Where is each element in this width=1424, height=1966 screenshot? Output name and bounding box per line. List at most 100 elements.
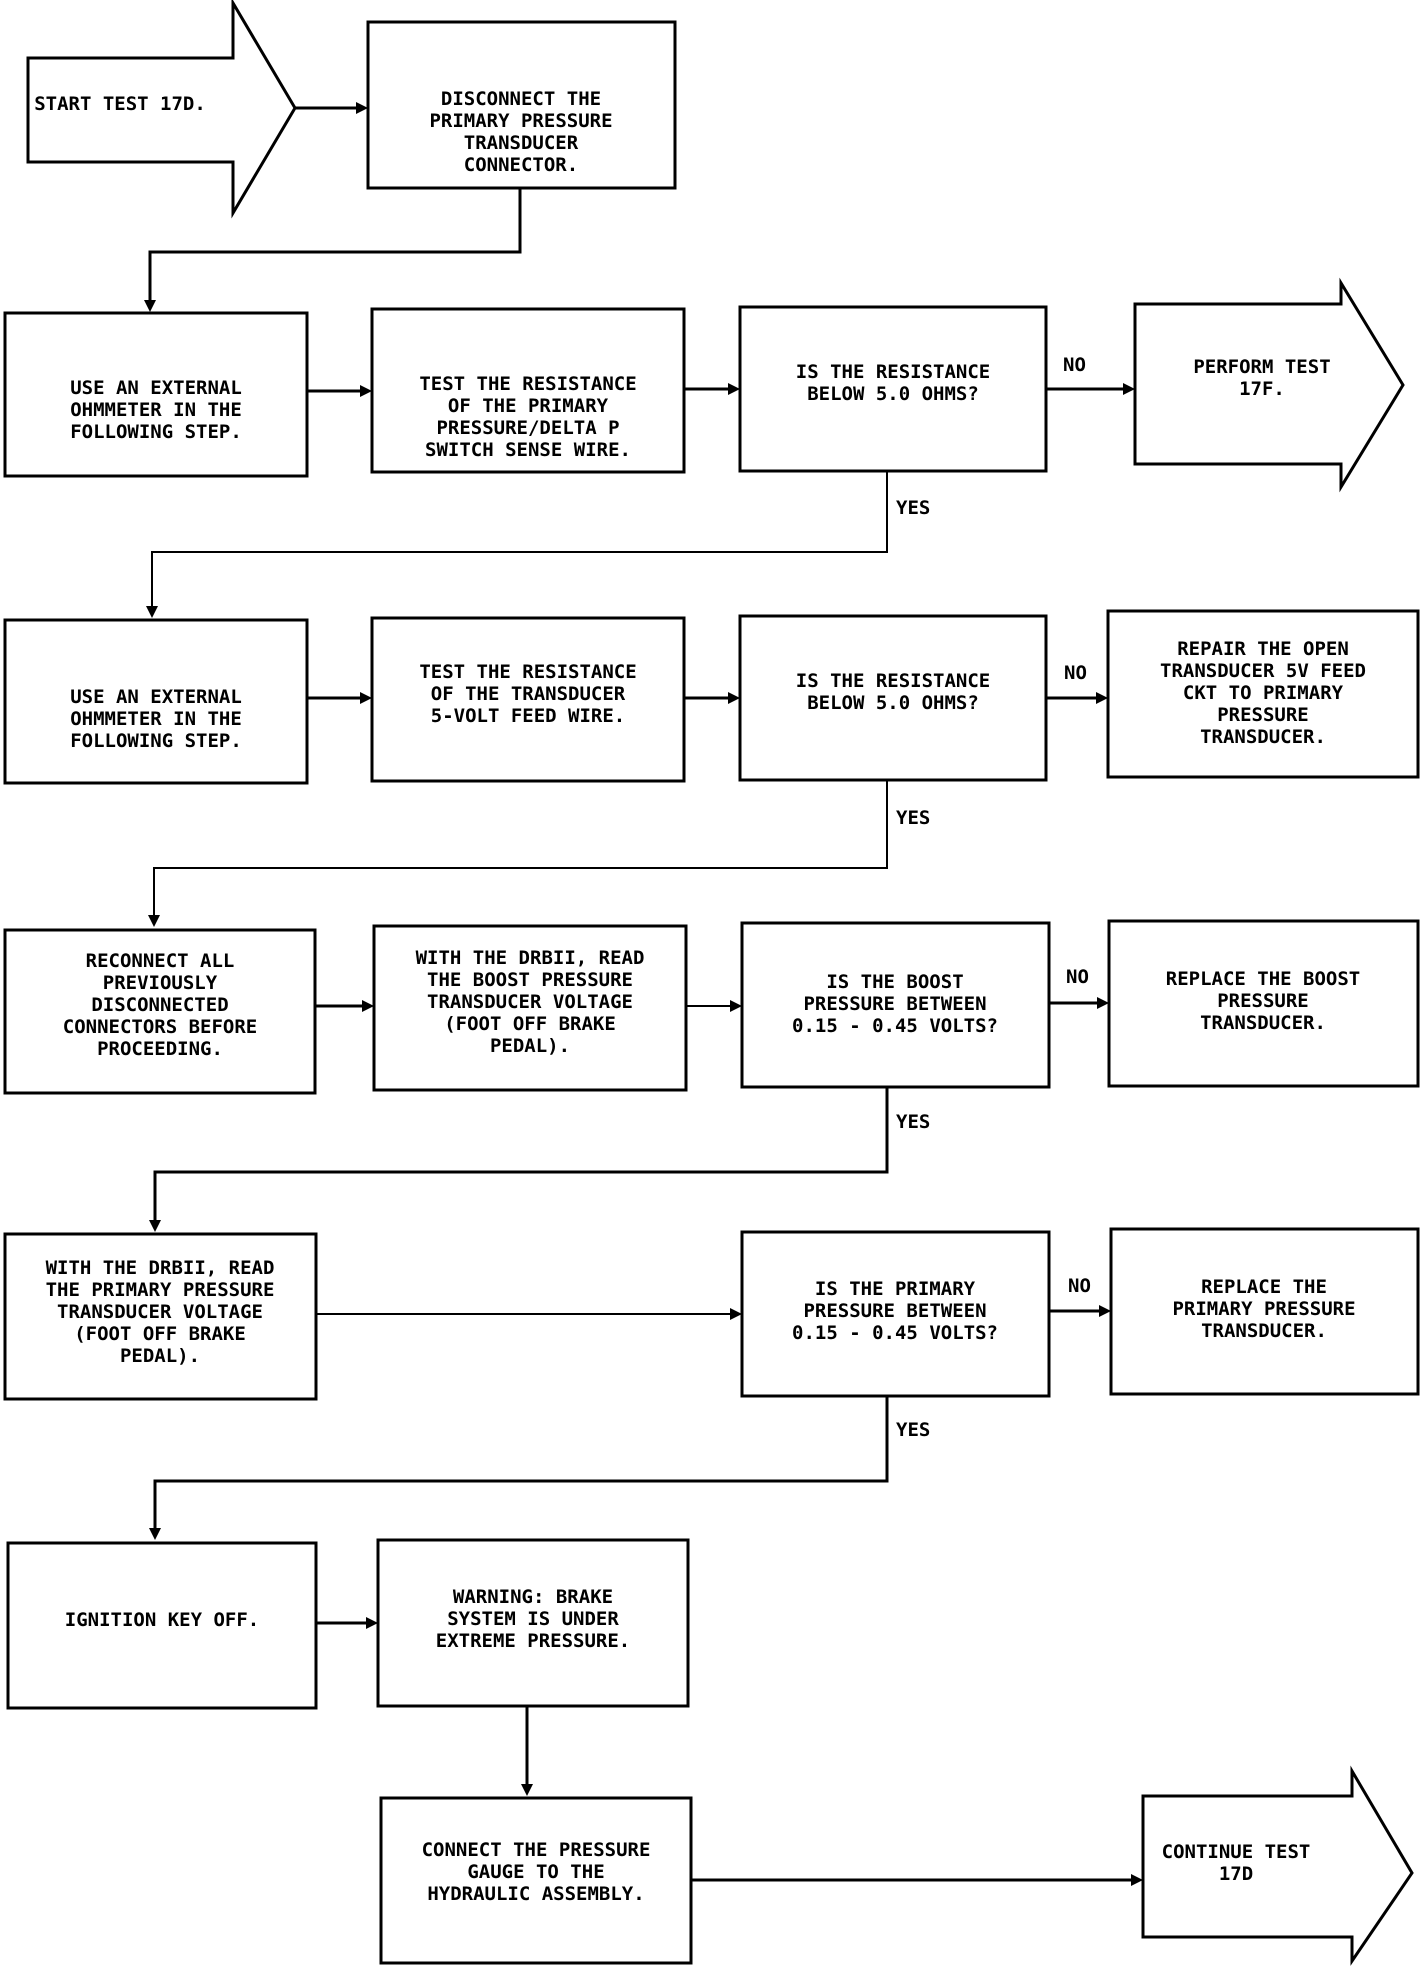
node-text-line: SYSTEM IS UNDER [447, 1608, 619, 1630]
node-text-line: WITH THE DRBII, READ [416, 947, 645, 969]
node-text-line: PERFORM TEST [1193, 356, 1330, 378]
node-text-line: CKT TO PRIMARY [1183, 682, 1344, 704]
node-text-line: PREVIOUSLY [103, 972, 218, 994]
node-text-line: DISCONNECT THE [441, 88, 601, 110]
node-text-line: PRESSURE [1217, 704, 1309, 726]
q-res1-box [738, 305, 1048, 473]
node-text-line: REPLACE THE [1201, 1276, 1327, 1298]
node-text-line: TRANSDUCER 5V FEED [1160, 660, 1366, 682]
node-text-line: IS THE BOOST [826, 971, 963, 993]
node-text-line: EXTREME PRESSURE. [436, 1630, 630, 1652]
label-yes2: YES [896, 807, 930, 829]
node-text-line: 17F. [1239, 378, 1285, 400]
warning-box [376, 1538, 690, 1708]
label-yes1: YES [896, 497, 930, 519]
node-text-line: OHMMETER IN THE [70, 399, 242, 421]
node-text-line: TRANSDUCER. [1200, 1012, 1326, 1034]
node-text-line: 0.15 - 0.45 VOLTS? [792, 1015, 998, 1037]
reconnect-box [3, 928, 317, 1095]
perform17f-arrow-shape [1133, 277, 1405, 493]
node-text-line: (FOOT OFF BRAKE [444, 1013, 616, 1035]
node-text-line: TRANSDUCER VOLTAGE [427, 991, 633, 1013]
continue17d-arrow-shape [1141, 1765, 1414, 1966]
node-text-line: RECONNECT ALL [86, 950, 235, 972]
node-text-line: WARNING: BRAKE [453, 1586, 613, 1608]
node-text-line: PRESSURE BETWEEN [803, 993, 986, 1015]
node-text-line: OHMMETER IN THE [70, 708, 242, 730]
node-text-line: 5-VOLT FEED WIRE. [431, 705, 625, 727]
replace-boost-box [1107, 919, 1420, 1088]
node-text-line: SWITCH SENSE WIRE. [425, 439, 631, 461]
read-boost-box [372, 924, 688, 1092]
node-text-line: CONNECT THE PRESSURE [422, 1839, 651, 1861]
q-res2-box [738, 614, 1048, 782]
start-arrow-shape [26, 0, 297, 219]
node-text-line: TRANSDUCER VOLTAGE [57, 1301, 263, 1323]
disconnect-box [366, 20, 677, 190]
node-text-line: TEST THE RESISTANCE [419, 373, 636, 395]
node-text-line: REPAIR THE OPEN [1177, 638, 1349, 660]
node-text-line: USE AN EXTERNAL [70, 377, 242, 399]
replace-primary-box [1109, 1227, 1420, 1396]
node-text-line: 0.15 - 0.45 VOLTS? [792, 1322, 998, 1344]
node-text-line: DISCONNECTED [91, 994, 228, 1016]
start-node: START TEST 17D. [34, 93, 206, 115]
node-text-line: CONNECTOR. [464, 154, 578, 176]
node-text-line: 17D [1219, 1863, 1253, 1885]
q-boost-box [740, 921, 1051, 1089]
node-text-line: PRIMARY PRESSURE [429, 110, 612, 132]
node-text-line: IGNITION KEY OFF. [65, 1609, 259, 1631]
node-text-line: OF THE PRIMARY [448, 395, 609, 417]
node-text-line: THE BOOST PRESSURE [427, 969, 633, 991]
ohm2-box [3, 618, 309, 785]
repair-open-box [1106, 609, 1420, 779]
test-feed-box [370, 616, 686, 783]
node-text-line: FOLLOWING STEP. [70, 421, 242, 443]
node-text-line: IS THE RESISTANCE [796, 361, 990, 383]
node-text-line: TEST THE RESISTANCE [419, 661, 636, 683]
node-text-line: START TEST 17D. [34, 93, 206, 115]
node-text-line: PRESSURE/DELTA P [436, 417, 619, 439]
node-text-line: PEDAL). [120, 1345, 200, 1367]
node-text-line: REPLACE THE BOOST [1166, 968, 1360, 990]
node-text-line: TRANSDUCER [464, 132, 579, 154]
node-text-line: TRANSDUCER. [1200, 726, 1326, 748]
node-text-line: OF THE TRANSDUCER [431, 683, 626, 705]
node-text-line: CONNECTORS BEFORE [63, 1016, 257, 1038]
node-text-line: PROCEEDING. [97, 1038, 223, 1060]
node-text-line: TRANSDUCER. [1201, 1320, 1327, 1342]
node-text-line: FOLLOWING STEP. [70, 730, 242, 752]
node-text-line: WITH THE DRBII, READ [46, 1257, 275, 1279]
label-no4: NO [1068, 1275, 1091, 1297]
node-text-line: PRIMARY PRESSURE [1172, 1298, 1355, 1320]
label-yes3: YES [896, 1111, 930, 1133]
node-text-line: USE AN EXTERNAL [70, 686, 242, 708]
node-text-line: BELOW 5.0 OHMS? [807, 692, 979, 714]
connect-gauge-box [379, 1796, 693, 1965]
label-yes4: YES [896, 1419, 930, 1441]
ignition-box [6, 1541, 318, 1710]
node-text-line: PRESSURE [1217, 990, 1309, 1012]
node-text-line: PRESSURE BETWEEN [803, 1300, 986, 1322]
node-text-line: PEDAL). [490, 1035, 570, 1057]
node-text-line: CONTINUE TEST [1162, 1841, 1311, 1863]
ohm1-box [3, 311, 309, 478]
node-text-line: IS THE PRIMARY [815, 1278, 976, 1300]
